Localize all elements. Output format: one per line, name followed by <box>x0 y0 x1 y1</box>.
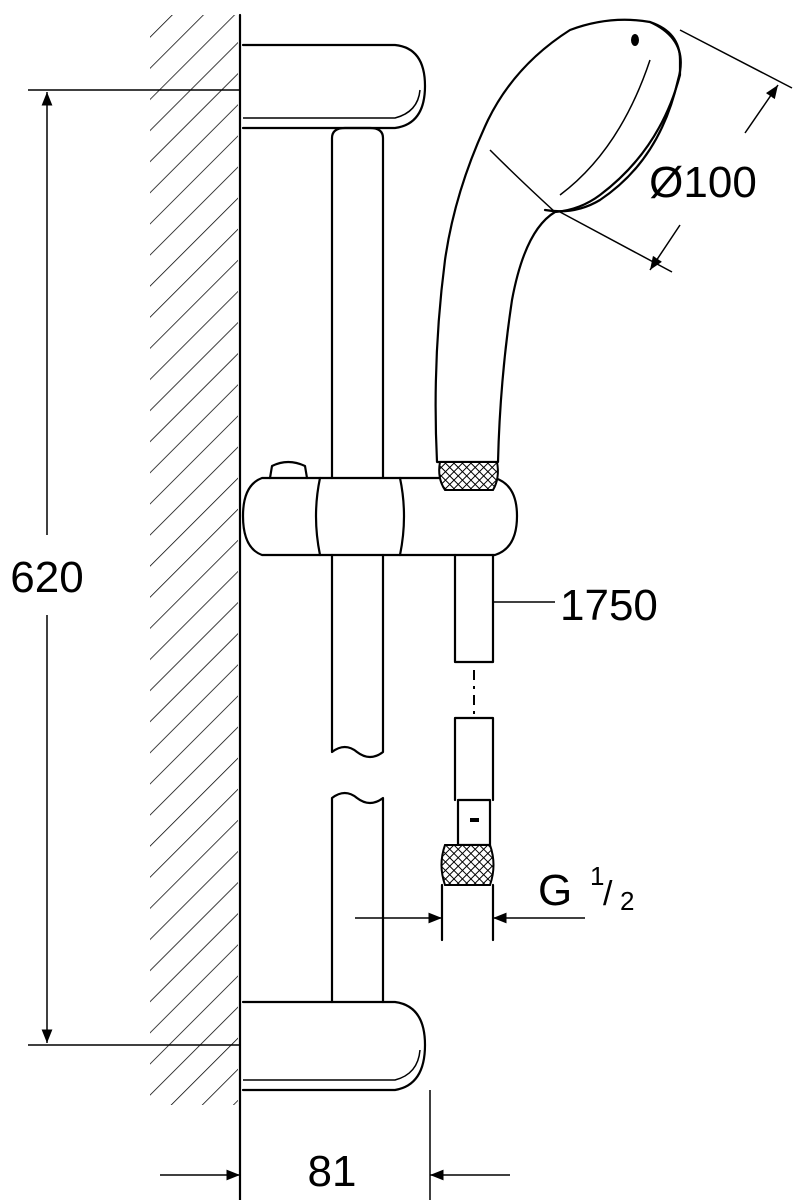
hose-length-dimension: 1750 <box>493 581 658 630</box>
wall-distance-dimension: 81 <box>160 1090 510 1200</box>
thread-denominator: 2 <box>620 886 634 916</box>
shower-hose <box>440 553 495 942</box>
hand-shower <box>434 18 682 491</box>
slider-holder <box>241 460 519 557</box>
head-diameter-label: Ø100 <box>649 158 757 207</box>
hose-length-label: 1750 <box>560 581 658 630</box>
top-wall-bracket <box>241 43 427 130</box>
thread-numerator: 1 <box>590 861 604 891</box>
shower-rail <box>330 126 385 1004</box>
slider-button <box>268 460 309 480</box>
wall-hatching <box>150 13 242 1200</box>
thread-dimension: G 1 / 2 <box>355 861 634 924</box>
head-diameter-dimension: Ø100 <box>559 29 793 273</box>
wall-distance-label: 81 <box>308 1147 357 1196</box>
bottom-wall-bracket <box>241 1000 427 1092</box>
height-dimension: 620 <box>10 89 240 1046</box>
thread-letter: G <box>538 866 572 915</box>
height-label: 620 <box>10 553 83 602</box>
fraction-slash: / <box>603 875 613 913</box>
